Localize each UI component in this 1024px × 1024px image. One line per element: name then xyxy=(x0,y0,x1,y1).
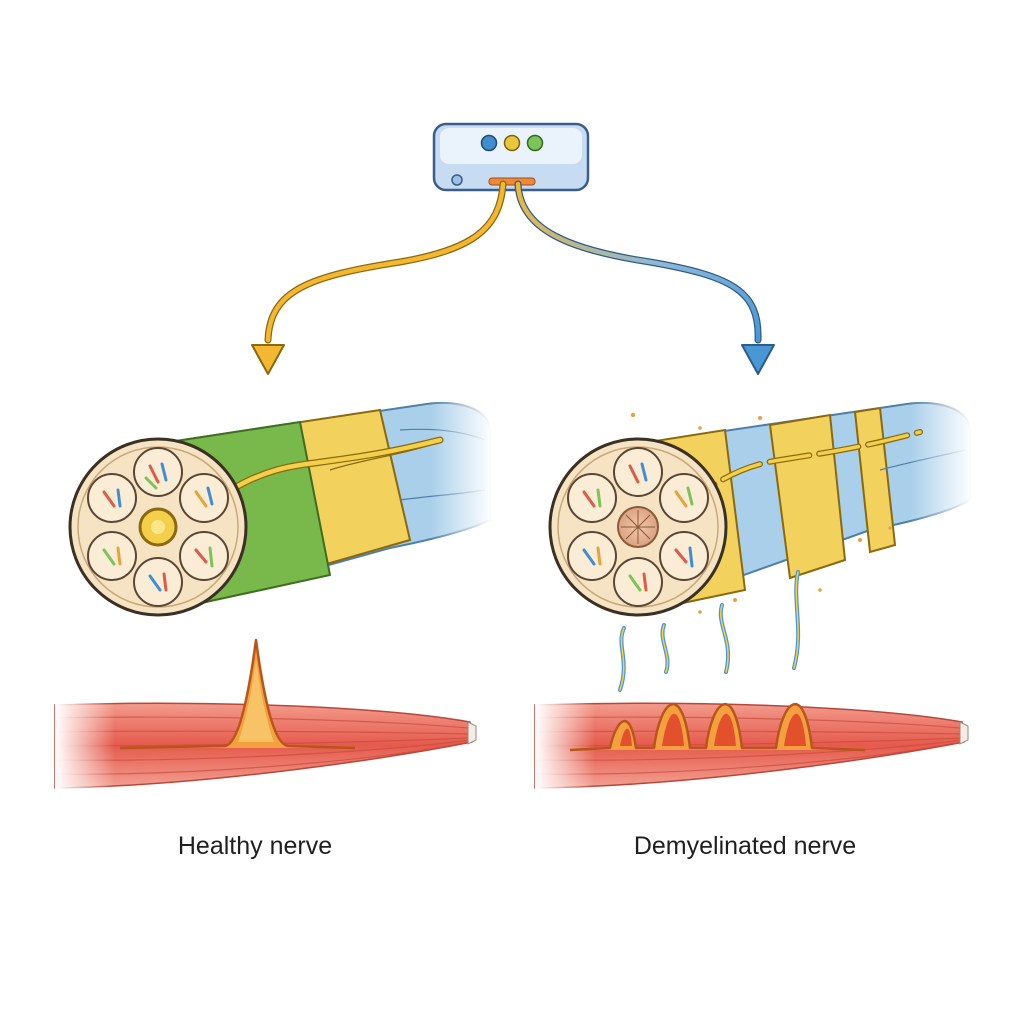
healthy-muscle-illustration xyxy=(54,638,477,792)
fascicles xyxy=(87,447,229,607)
dispersed-action-potential-waves xyxy=(569,702,866,752)
healthy-nerve-label: Healthy nerve xyxy=(177,832,333,860)
electrode-wires xyxy=(264,180,762,344)
demyelinated-muscle-illustration xyxy=(534,700,969,792)
arrow-down-icon xyxy=(741,344,775,375)
led-blue-icon xyxy=(480,134,498,152)
demyelinated-nerve-illustration xyxy=(548,398,972,692)
healthy-nerve-illustration xyxy=(68,398,492,617)
arrow-down-icon xyxy=(251,344,285,375)
stimulator-device-icon xyxy=(432,122,590,192)
signal-leak xyxy=(618,570,801,692)
fascicles xyxy=(567,447,709,607)
single-action-potential-spike xyxy=(119,638,356,750)
led-green-icon xyxy=(526,134,544,152)
led-yellow-icon xyxy=(503,134,521,152)
demyelinated-nerve-label: Demyelinated nerve xyxy=(633,832,857,860)
